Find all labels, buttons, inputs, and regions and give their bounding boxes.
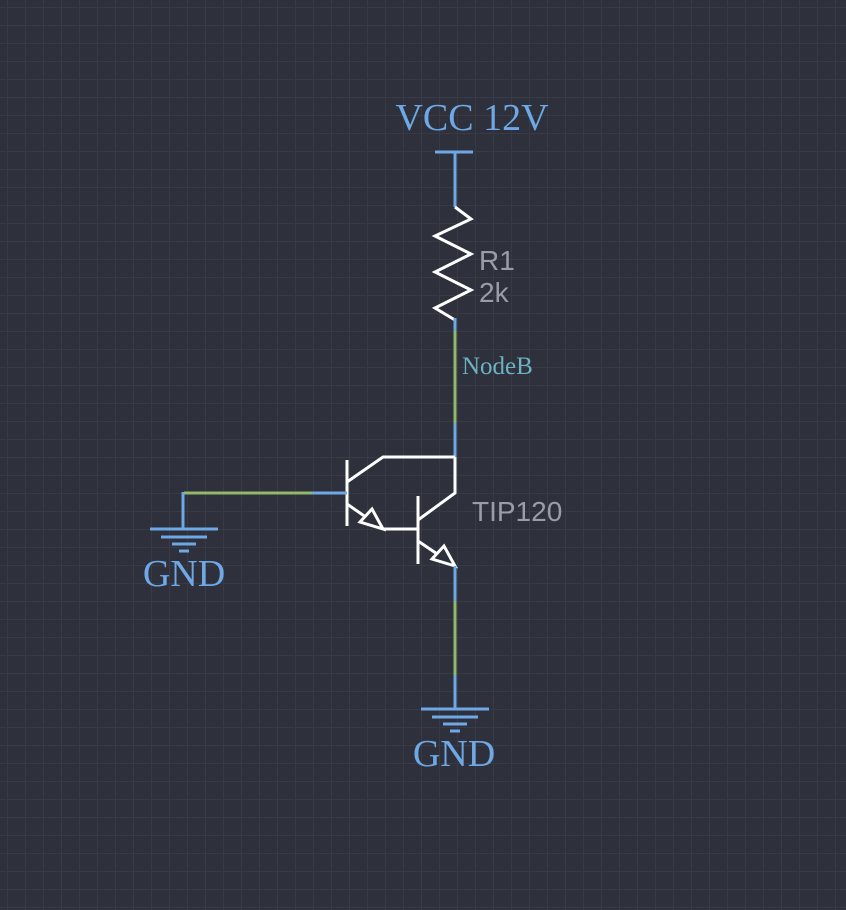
gnd-label-bottom: GND (413, 733, 495, 775)
collector-top (346, 455, 455, 484)
gnd-label-left: GND (143, 553, 225, 595)
resistor-r1[interactable]: R1 2k (431, 205, 515, 322)
q1-emitter-arrow-icon (357, 506, 387, 532)
transistor-part-number: TIP120 (472, 496, 562, 527)
gnd-symbol-left[interactable]: GND (143, 527, 225, 595)
resistor-value: 2k (479, 277, 510, 308)
resistor-zigzag (431, 205, 475, 322)
net-label-nodeb[interactable]: NodeB (462, 353, 533, 380)
collector-lead (417, 457, 457, 522)
vcc-label: VCC 12V (395, 97, 549, 139)
vcc-power-symbol[interactable]: VCC 12V (395, 97, 549, 207)
transistor-tip120[interactable]: TIP120 (345, 455, 562, 569)
q2-emitter-arrow-icon (429, 543, 459, 569)
node-b-wire[interactable]: NodeB (453, 318, 533, 457)
gnd-symbol-bottom[interactable]: GND (413, 707, 495, 775)
base-wire[interactable] (181, 491, 347, 529)
resistor-designator: R1 (479, 245, 515, 276)
